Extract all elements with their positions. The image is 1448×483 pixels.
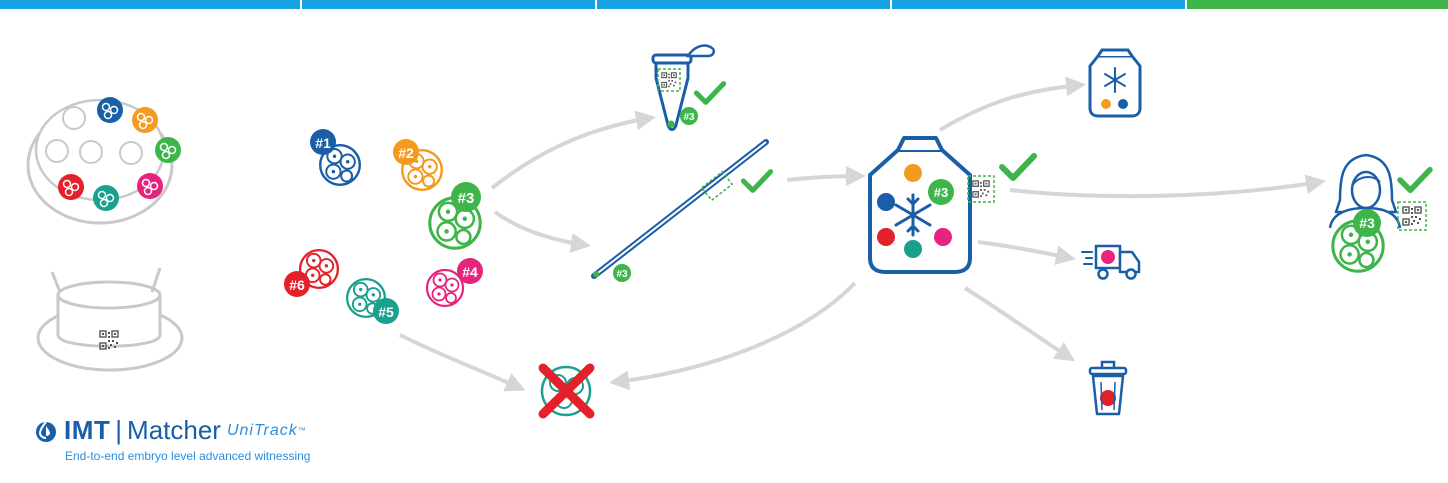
straw-tag-label: #3 xyxy=(616,269,628,280)
embryo-5-label: #5 xyxy=(378,304,394,320)
logo-tagline: End-to-end embryo level advanced witness… xyxy=(65,449,354,463)
flow-arrows xyxy=(400,85,1320,388)
embryo-6-label: #6 xyxy=(289,277,305,293)
arrow-straw-to-dewar xyxy=(787,176,860,180)
logo-product: Matcher xyxy=(127,415,221,446)
embryo-4: #4 xyxy=(427,258,483,306)
trash-icon xyxy=(1090,362,1126,414)
dewar-icon: #3 xyxy=(870,138,1034,272)
arrow-to-trash xyxy=(965,288,1070,358)
tube-icon: #3 xyxy=(653,46,724,130)
embryo-1: #1 xyxy=(310,129,360,185)
culture-dish-icon xyxy=(28,97,181,223)
dewar-tag-label: #3 xyxy=(934,185,948,200)
arrow-to-patient xyxy=(1010,182,1320,196)
embryo-3: #3 xyxy=(430,182,481,248)
small-dewar-icon xyxy=(1090,50,1140,116)
embryo-5: #5 xyxy=(347,279,399,324)
arrow-dewar-to-discard xyxy=(615,283,855,382)
droplet-logo-icon xyxy=(34,419,58,443)
embryo-1-label: #1 xyxy=(315,135,331,151)
logo-brand: IMT xyxy=(64,415,110,446)
embryo-3-label: #3 xyxy=(458,190,475,207)
logo-trademark: ™ xyxy=(298,426,306,435)
logo-product-suffix: UniTrack xyxy=(227,422,298,440)
straw-check-icon xyxy=(743,172,770,191)
patient-icon: #3 xyxy=(1330,155,1430,271)
dish-ring-icon xyxy=(38,268,182,370)
arrow-to-small-dewar xyxy=(940,85,1080,130)
patient-check-icon xyxy=(1400,170,1430,191)
arrow-to-straw xyxy=(495,212,585,245)
embryo-2-label: #2 xyxy=(398,145,414,161)
arrow-to-truck xyxy=(978,242,1070,258)
tube-tag-label: #3 xyxy=(683,112,695,123)
tube-check-icon xyxy=(696,84,723,103)
arrow-to-tube xyxy=(492,118,650,188)
straw-icon: #3 xyxy=(593,142,771,282)
imt-matcher-logo: IMT | Matcher UniTrack ™ End-to-end embr… xyxy=(34,415,354,475)
dewar-check-icon xyxy=(1002,156,1034,178)
patient-tag-label: #3 xyxy=(1359,215,1375,231)
arrow-to-discard xyxy=(400,335,520,388)
embryo-6: #6 xyxy=(284,250,338,297)
discard-icon xyxy=(542,367,590,415)
truck-icon xyxy=(1082,246,1139,279)
logo-divider: | xyxy=(115,415,122,446)
embryo-2: #2 xyxy=(393,139,442,190)
embryo-4-label: #4 xyxy=(462,264,478,280)
